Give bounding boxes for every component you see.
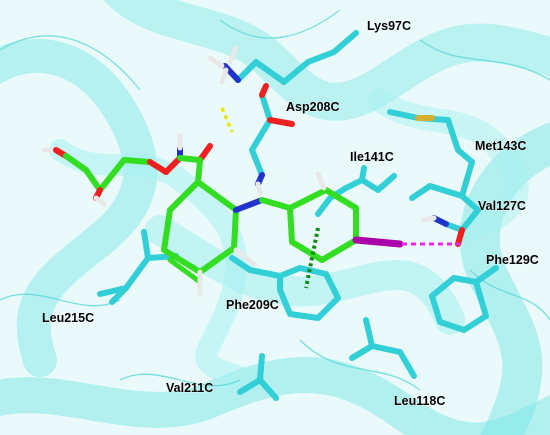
- label-met143c: Met143C: [475, 139, 526, 153]
- label-lys97c: Lys97C: [367, 19, 411, 33]
- ligand-amine-bond: [233, 197, 265, 213]
- label-asp208c: Asp208C: [286, 100, 340, 114]
- residue-phe129c: [429, 265, 499, 333]
- residue-phe209c: [229, 255, 341, 321]
- label-phe129c: Phe129C: [486, 253, 539, 267]
- interactions: [220, 107, 460, 289]
- label-val211c: Val211C: [166, 381, 213, 395]
- binding-site-residues: [97, 30, 499, 401]
- ribbon-helix-top: [103, 0, 550, 121]
- residue-val127c: [409, 159, 481, 247]
- ribbon-edge-lines: [0, 9, 550, 391]
- ligand-iodine-bond: [352, 236, 404, 248]
- residue-leu118c: [349, 317, 417, 379]
- residue-met143c: [387, 109, 475, 165]
- residue-ile141c: [315, 165, 397, 217]
- label-ile141c: Ile141C: [350, 150, 394, 164]
- residue-asp208c: [249, 83, 295, 196]
- ligand-ring-inner-bond: [167, 257, 203, 285]
- ligand-side-chain: [41, 133, 213, 207]
- residue-val211c: [237, 353, 279, 401]
- ribbon-loop-bottom: [0, 357, 550, 435]
- label-leu118c: Leu118C: [394, 394, 445, 408]
- label-leu215c: Leu215C: [42, 311, 94, 325]
- label-val127c: Val127C: [478, 199, 526, 213]
- pi-stack-interaction: [304, 227, 320, 289]
- residue-lys97c: [207, 30, 359, 85]
- ribbon-sheet-center: [145, 215, 465, 335]
- residue-labels: Lys97C Asp208C Met143C Ile141C Val127C P…: [42, 19, 539, 409]
- ligand: [41, 133, 404, 297]
- label-phe209c: Phe209C: [226, 298, 279, 312]
